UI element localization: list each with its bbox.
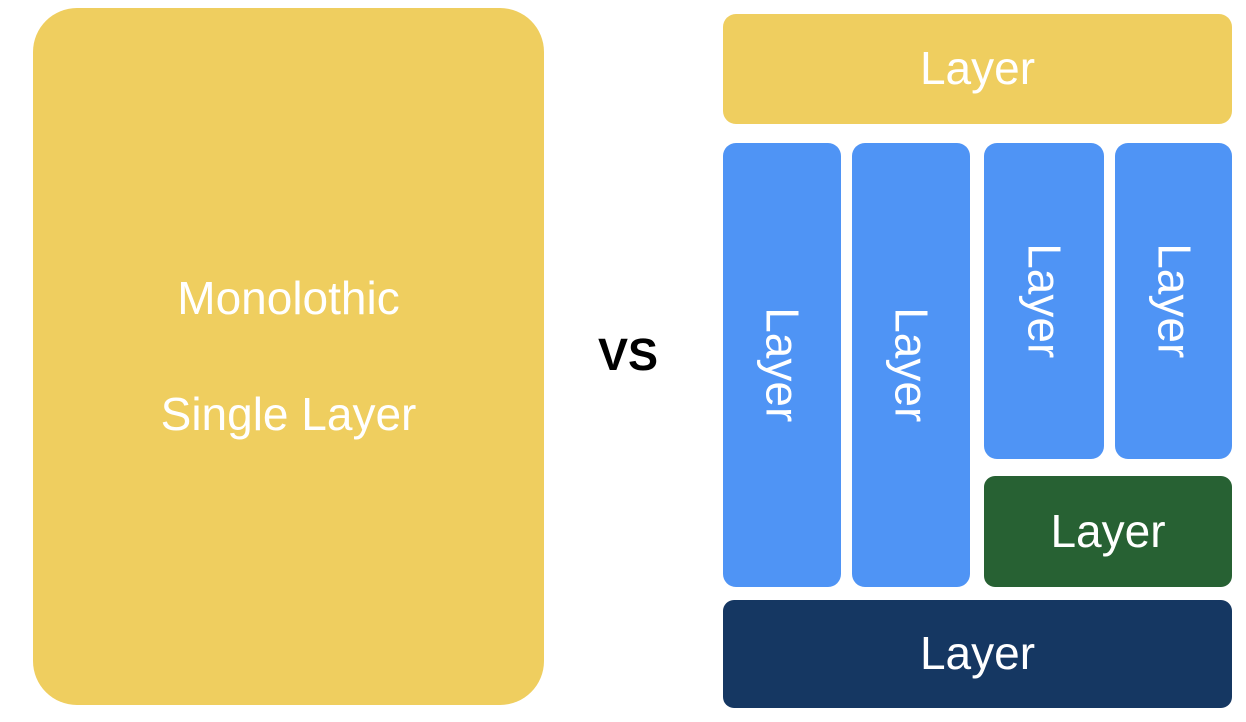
layer-top-yellow: Layer [723, 14, 1232, 124]
layer-column-4-label: Layer [1148, 243, 1201, 359]
layer-column-1: Layer [723, 143, 841, 587]
layer-column-4: Layer [1115, 143, 1232, 459]
layer-bottom-label: Layer [919, 627, 1036, 680]
monolithic-block: Monolothic Single Layer [33, 8, 544, 705]
layer-column-2-label: Layer [885, 307, 938, 423]
layer-bottom-navy: Layer [723, 600, 1232, 708]
monolithic-label-line-2: Single Layer [160, 387, 417, 440]
layer-column-3-label: Layer [1018, 243, 1071, 359]
layer-top-label: Layer [919, 42, 1036, 95]
layer-green: Layer [984, 476, 1232, 587]
vs-label: VS [597, 329, 659, 380]
monolithic-label-line-1: Monolothic [177, 272, 400, 324]
layer-column-3: Layer [984, 143, 1104, 459]
layer-column-1-label: Layer [756, 307, 809, 423]
layer-column-2: Layer [852, 143, 970, 587]
layer-green-label: Layer [1050, 504, 1166, 557]
